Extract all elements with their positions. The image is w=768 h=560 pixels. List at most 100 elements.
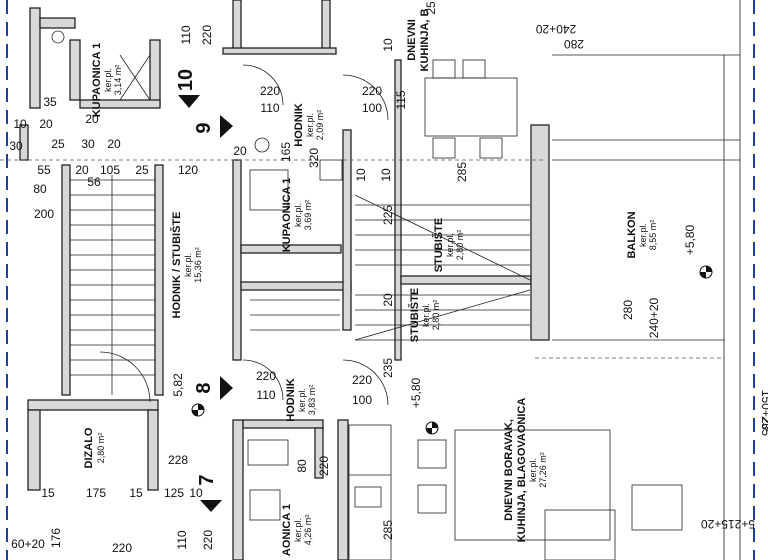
svg-text:110: 110 <box>256 388 275 402</box>
room-name-line2: KUHINJA, BLAGOVAONICA <box>516 398 528 543</box>
svg-text:30: 30 <box>81 137 95 151</box>
svg-text:5,82: 5,82 <box>171 373 185 397</box>
svg-text:105: 105 <box>100 163 120 177</box>
svg-text:80: 80 <box>33 182 47 196</box>
unit-marker-8: 8 <box>193 376 233 400</box>
svg-text:80: 80 <box>295 459 309 473</box>
room-area-prefix: ker.pl. <box>297 388 307 412</box>
room-name: DIZALO <box>83 427 95 468</box>
room-name-line1: DNEVNI <box>406 19 418 61</box>
room-kupaonica-bottom: AONICA 1 ker.pl. 4,26 m² <box>281 504 313 556</box>
room-name-line2: KUHINJA, B <box>419 8 431 71</box>
svg-text:100: 100 <box>362 101 382 115</box>
room-dizalo: DIZALO 2,80 m² <box>83 427 106 468</box>
svg-text:10: 10 <box>354 168 368 182</box>
elevation-marker-main: +5,80 <box>409 377 439 435</box>
svg-text:150+20: 150+20 <box>759 390 768 431</box>
room-hodnik-stubiste: HODNIK / STUBIŠTE ker.pl. 15,36 m² <box>170 212 203 319</box>
svg-text:60+20: 60+20 <box>11 537 45 551</box>
room-area: 15,36 m² <box>193 247 203 283</box>
room-name-line1: DNEVNI BORAVAK, <box>503 419 515 521</box>
room-area-prefix: ker.pl. <box>445 233 455 257</box>
room-area-prefix: ker.pl. <box>103 68 113 92</box>
room-area: 2,80 m² <box>96 433 106 464</box>
svg-text:285: 285 <box>381 520 395 540</box>
room-area: 27,26 m² <box>538 452 548 488</box>
room-dnevni-top: DNEVNI KUHINJA, B <box>406 8 431 71</box>
svg-text:285: 285 <box>455 162 469 182</box>
svg-text:220: 220 <box>200 25 214 45</box>
svg-text:220: 220 <box>256 369 276 383</box>
svg-text:30: 30 <box>9 139 23 153</box>
room-area-prefix: ker.pl. <box>293 518 303 542</box>
room-name: AONICA 1 <box>281 504 293 556</box>
svg-text:240+20: 240+20 <box>647 297 661 338</box>
room-hodnik-8: HODNIK ker.pl. 3,83 m² <box>285 378 317 421</box>
room-area: 3,14 m² <box>113 65 123 96</box>
svg-text:235: 235 <box>759 416 768 436</box>
svg-text:235: 235 <box>381 358 395 378</box>
svg-text:20: 20 <box>381 293 395 307</box>
svg-text:225: 225 <box>381 205 395 225</box>
svg-text:+5,80: +5,80 <box>409 377 423 408</box>
stair-lines <box>51 0 741 560</box>
svg-text:15: 15 <box>129 486 143 500</box>
unit-marker-7: 7 <box>196 474 222 512</box>
svg-text:9: 9 <box>193 122 215 133</box>
svg-text:10: 10 <box>13 117 27 131</box>
room-area: 2,09 m² <box>315 110 325 141</box>
svg-text:115: 115 <box>394 90 408 109</box>
svg-text:35: 35 <box>43 95 57 109</box>
room-hodnik-9: HODNIK ker.pl. 2,09 m² <box>293 103 325 146</box>
unit-marker-10: 10 <box>175 69 200 108</box>
svg-text:165: 165 <box>279 142 293 162</box>
svg-text:100: 100 <box>352 393 372 407</box>
room-area: 4,26 m² <box>303 515 313 546</box>
svg-text:125: 125 <box>164 486 184 500</box>
room-area: 3,69 m² <box>303 200 313 231</box>
dimension-labels: 110 220 220 110 220 100 115 10 10 35 20 … <box>9 1 768 555</box>
svg-text:120: 120 <box>178 163 198 177</box>
room-kupaonica-mid: KUPAONICA 1 ker.pl. 3,69 m² <box>281 178 313 253</box>
svg-text:220: 220 <box>362 84 382 98</box>
svg-text:228: 228 <box>168 453 188 467</box>
svg-text:5+215+20: 5+215+20 <box>701 517 755 531</box>
svg-text:8: 8 <box>193 382 215 393</box>
room-area-prefix: ker.pl. <box>528 458 538 482</box>
svg-text:240+20: 240+20 <box>535 22 576 36</box>
svg-text:10: 10 <box>189 486 203 500</box>
svg-text:110: 110 <box>175 530 189 549</box>
svg-text:110: 110 <box>260 101 279 115</box>
room-area: 8,55 m² <box>648 220 658 251</box>
svg-text:220: 220 <box>201 530 215 550</box>
room-name: BALKON <box>626 211 638 258</box>
room-stubiste-b: STUBIŠTE ker.pl. 2,80 m² <box>408 288 441 342</box>
svg-text:320: 320 <box>307 148 321 168</box>
elevation-marker-balkon: +5,80 <box>683 224 713 279</box>
room-dnevni-main: DNEVNI BORAVAK, KUHINJA, BLAGOVAONICA ke… <box>503 398 548 543</box>
room-area-prefix: ker.pl. <box>183 253 193 277</box>
room-area-prefix: ker.pl. <box>305 113 315 137</box>
room-name: STUBIŠTE <box>432 218 445 272</box>
room-name: STUBIŠTE <box>408 288 421 342</box>
room-name: KUPAONICA 1 <box>91 43 103 118</box>
walls <box>19 0 550 560</box>
svg-text:220: 220 <box>260 84 280 98</box>
room-area: 2,80 m² <box>431 300 441 331</box>
room-name: HODNIK <box>293 103 305 146</box>
svg-text:280: 280 <box>564 37 584 51</box>
room-stubiste-a: STUBIŠTE ker.pl. 2,80 m² <box>432 218 465 272</box>
svg-text:20: 20 <box>85 112 99 126</box>
room-area: 2,80 m² <box>455 230 465 261</box>
svg-text:56: 56 <box>87 175 101 189</box>
room-balkon: BALKON ker.pl. 8,55 m² <box>626 211 658 258</box>
svg-text:220: 220 <box>112 541 132 555</box>
svg-text:10: 10 <box>379 168 393 182</box>
room-name: HODNIK <box>285 378 297 421</box>
room-kupaonica-top: KUPAONICA 1 ker.pl. 3,14 m² <box>91 43 123 118</box>
svg-text:220: 220 <box>352 373 372 387</box>
svg-text:20: 20 <box>75 163 89 177</box>
room-name: HODNIK / STUBIŠTE <box>170 212 183 319</box>
room-area: 3,83 m² <box>307 385 317 416</box>
